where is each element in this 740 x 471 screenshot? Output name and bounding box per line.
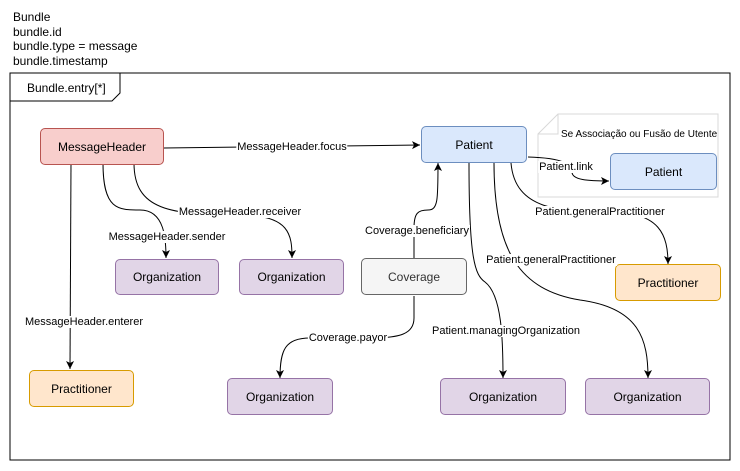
practitioner-general-node[interactable]: Practitioner <box>615 264 721 301</box>
edge-sender <box>102 162 170 259</box>
edge-managing-organization <box>468 162 507 379</box>
edge-label-general-practitioner-1: Patient.generalPractitioner <box>534 206 666 218</box>
edge-label-managing-organization: Patient.managingOrganization <box>431 325 581 337</box>
bundle-entry-frame-tab <box>9 73 121 102</box>
organization-receiver-node[interactable]: Organization <box>239 259 344 295</box>
bundle-title: Bundle <box>13 10 51 24</box>
edge-label-general-practitioner-2: Patient.generalPractitioner <box>485 254 617 266</box>
edge-beneficiary <box>413 162 442 258</box>
bundle-header: Bundle bundle.id bundle.type = message b… <box>13 10 137 68</box>
edge-label-link: Patient.link <box>538 161 594 173</box>
note-text: Se Associação ou Fusão de Utente <box>561 129 718 140</box>
patient-linked-node[interactable]: Patient <box>610 153 717 190</box>
organization-payor-node[interactable]: Organization <box>227 378 333 415</box>
edge-enterer <box>66 162 75 370</box>
edge-label-enterer: MessageHeader.enterer <box>23 316 145 328</box>
bundle-entry-frame <box>9 72 731 461</box>
note-fold <box>538 114 559 135</box>
bundle-id: bundle.id <box>13 24 62 39</box>
bundle-timestamp: bundle.timestamp <box>13 53 108 68</box>
edge-label-sender: MessageHeader.sender <box>107 231 227 243</box>
edge-general-practitioner-2 <box>493 162 652 379</box>
edge-label-focus: MessageHeader.focus <box>236 141 348 153</box>
practitioner-enterer-node[interactable]: Practitioner <box>29 370 134 407</box>
bundle-type: bundle.type = message <box>13 39 138 53</box>
organization-managing-node[interactable]: Organization <box>440 378 566 415</box>
patient-node[interactable]: Patient <box>421 126 527 163</box>
edge-label-beneficiary: Coverage.beneficiary <box>364 225 470 237</box>
organization-general-node[interactable]: Organization <box>585 378 710 415</box>
coverage-node[interactable]: Coverage <box>361 258 467 295</box>
edge-label-payor: Coverage.payor <box>307 332 389 344</box>
edge-label-receiver: MessageHeader.receiver <box>177 206 303 218</box>
message-header-node[interactable]: MessageHeader <box>40 128 164 165</box>
organization-sender-node[interactable]: Organization <box>115 259 219 295</box>
bundle-entry-title: Bundle.entry[*] <box>27 81 106 95</box>
